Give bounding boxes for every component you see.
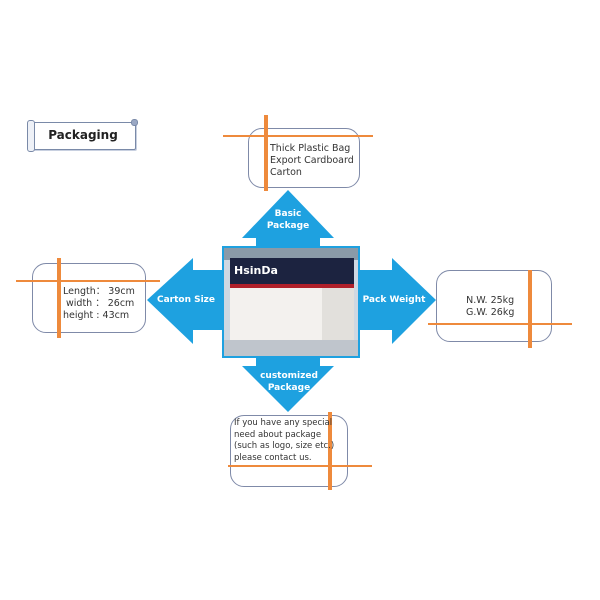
accent-line-v: [264, 115, 268, 191]
accent-line-v: [57, 258, 61, 338]
basic-line: Carton: [270, 167, 302, 178]
arrow-right: [356, 258, 436, 344]
scroll-curl-left: [27, 120, 35, 152]
arrow-down-label-line1: customized: [260, 371, 318, 381]
size-line: width ： 26cm: [66, 298, 135, 309]
weight-line: N.W. 25kg: [466, 295, 515, 306]
scroll-curl-right: [131, 119, 138, 126]
arrow-left-label: Carton Size: [156, 295, 216, 305]
custom-line: please contact us.: [234, 452, 312, 463]
customized-package-text: If you have any special need about packa…: [234, 418, 334, 464]
arrow-left: [147, 258, 222, 344]
arrow-up: [242, 190, 334, 252]
custom-line: need about package: [234, 429, 322, 440]
carton-top-band: [230, 258, 354, 284]
photo-floor: [224, 340, 358, 356]
accent-line-v: [528, 270, 532, 348]
custom-line: (such as logo, size etc.): [234, 441, 335, 451]
page-title: Packaging: [48, 128, 118, 142]
accent-line-h: [16, 280, 160, 282]
accent-line-v: [328, 412, 332, 490]
arrow-down: [242, 354, 334, 412]
carton-side: [322, 288, 354, 348]
basic-line: Thick Plastic Bag: [270, 143, 351, 154]
carton-front: [230, 288, 322, 348]
arrow-right-label: Pack Weight: [362, 295, 426, 305]
weight-line: G.W. 26kg: [466, 307, 515, 318]
arrow-up-label-line2: Package: [266, 221, 310, 231]
arrow-down-label: customized Package: [252, 370, 326, 394]
accent-line-h: [223, 135, 373, 137]
size-line: Length： 39cm: [63, 286, 135, 297]
center-carton-photo: HsinDa: [222, 246, 360, 358]
accent-line-h: [228, 465, 372, 467]
basic-line: Export Cardboard: [270, 155, 354, 166]
pack-weight-text: N.W. 25kg G.W. 26kg: [466, 295, 514, 319]
pack-weight-box: [436, 270, 552, 342]
accent-line-h: [428, 323, 572, 325]
carton-brand: HsinDa: [234, 264, 278, 277]
carton-red-stripe: [230, 284, 354, 288]
carton-size-text: Length： 39cm width ： 26cm height : 43cm: [63, 286, 135, 322]
arrow-down-label-line2: Package: [267, 383, 311, 393]
carton-size-box: [32, 263, 146, 333]
arrow-up-label: Basic Package: [258, 208, 318, 232]
photo-background: [224, 248, 358, 260]
arrow-up-label-line1: Basic: [274, 209, 302, 219]
custom-line: If you have any special: [234, 418, 333, 428]
basic-package-text: Thick Plastic Bag Export Cardboard Carto…: [270, 143, 354, 179]
title-banner: Packaging: [27, 119, 138, 152]
size-line: height : 43cm: [63, 310, 130, 321]
